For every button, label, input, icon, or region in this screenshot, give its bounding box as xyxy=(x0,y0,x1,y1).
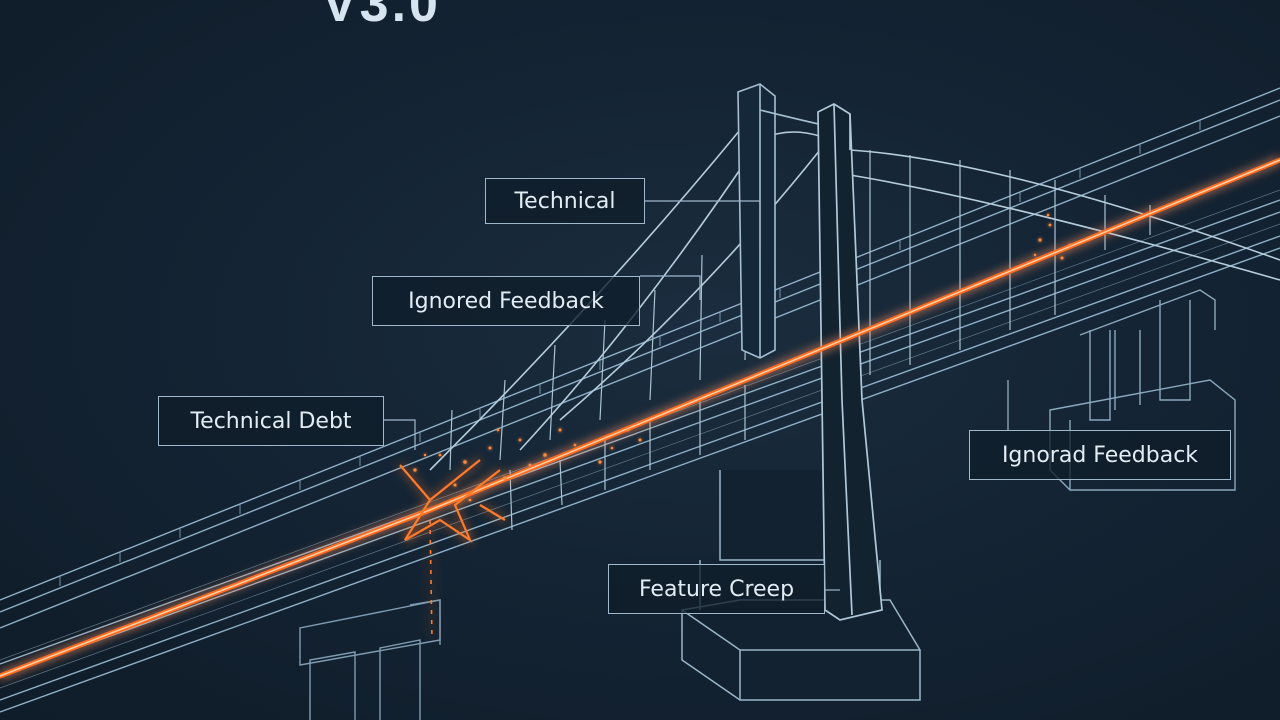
callout-technical: Technical xyxy=(485,178,645,224)
pier-left xyxy=(299,599,441,720)
tower-front xyxy=(817,103,883,621)
leader-lines xyxy=(384,200,1009,591)
sparks xyxy=(413,213,1072,502)
callout-ignored-feedback-right: Ignorad Feedback xyxy=(969,430,1231,480)
crack-star xyxy=(399,459,506,641)
callout-feature-creep: Feature Creep xyxy=(608,564,825,614)
suspender-cables xyxy=(449,150,1151,531)
callout-technical-debt: Technical Debt xyxy=(158,396,384,446)
fracture-line xyxy=(0,157,1280,679)
callout-ignored-feedback-left: Ignored Feedback xyxy=(372,276,640,326)
version-title: V3.0 xyxy=(322,0,441,33)
